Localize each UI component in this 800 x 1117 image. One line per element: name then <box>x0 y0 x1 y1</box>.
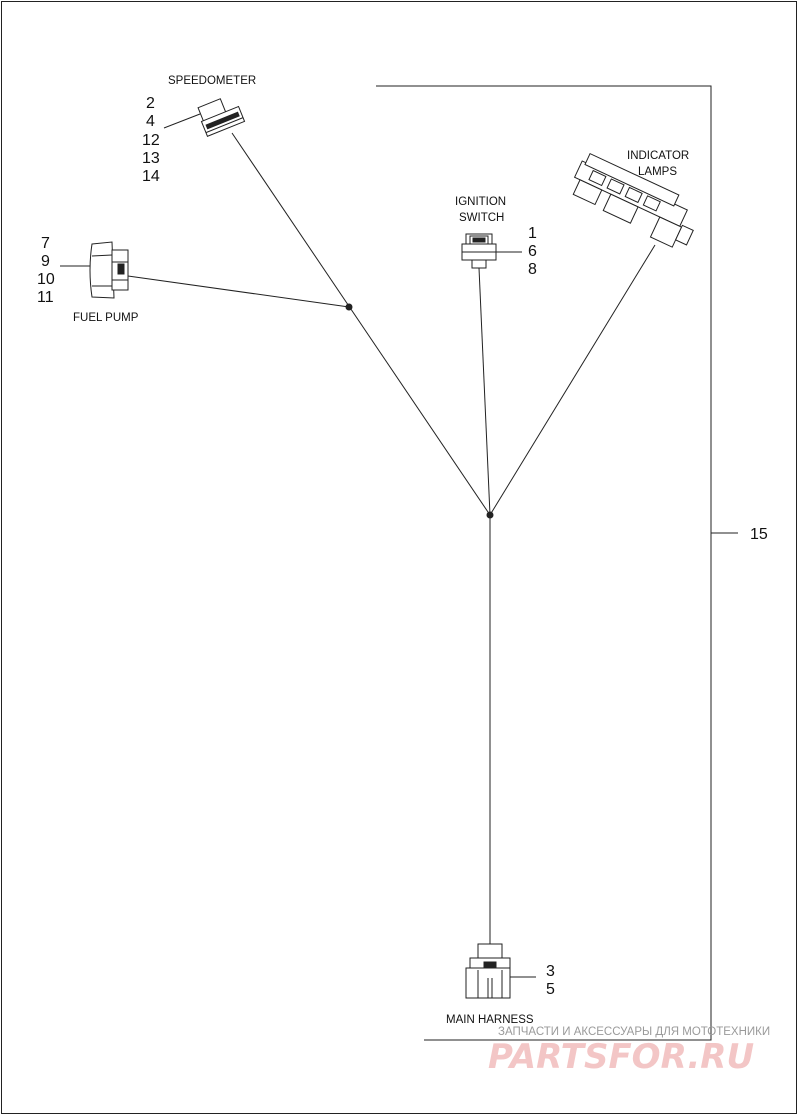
speedometer-callout-leader <box>163 113 201 129</box>
ignition-switch-callout-3: 8 <box>528 261 537 278</box>
fuel-pump-callout-3: 10 <box>37 271 55 288</box>
speedometer-connector <box>197 98 246 137</box>
speedometer-callout-1: 2 <box>146 95 155 112</box>
ignition-switch-callout-2: 6 <box>528 243 537 260</box>
main-harness-callout-2: 5 <box>546 981 555 998</box>
ignition-switch-callout-1: 1 <box>528 225 537 242</box>
watermark-logo: PARTSFOR.RU <box>488 1037 754 1077</box>
wire-indicator-lamps <box>489 244 656 516</box>
speedometer-label: SPEEDOMETER <box>168 75 256 87</box>
harness-callout-number: 15 <box>750 526 768 543</box>
fuel-pump-callout-4: 11 <box>37 289 54 306</box>
main-harness-connector <box>465 943 511 999</box>
fuel-pump-callout-2: 9 <box>41 253 50 270</box>
ignition-switch-connector <box>461 233 497 269</box>
speedometer-callout-2: 4 <box>146 113 155 130</box>
fuel-pump-connector <box>89 241 129 299</box>
wire-ignition-switch <box>478 267 491 516</box>
wire-fuel-pump <box>127 275 350 308</box>
fuel-pump-label: FUEL PUMP <box>73 312 139 324</box>
splice-point-main <box>486 511 494 519</box>
indicator-lamps-label-line1: INDICATOR <box>627 150 689 162</box>
harness-bracket <box>376 85 712 1041</box>
speedometer-callout-4: 13 <box>142 150 160 167</box>
watermark-tagline: ЗАПЧАСТИ И АКСЕССУАРЫ ДЛЯ МОТОТЕХНИКИ <box>498 1026 770 1038</box>
fuel-pump-callout-1: 7 <box>41 235 50 252</box>
ignition-switch-label-line1: IGNITION <box>455 196 506 208</box>
wire-speedometer <box>231 132 491 516</box>
ignition-switch-label-line2: SWITCH <box>459 212 504 224</box>
splice-point-upper <box>345 303 353 311</box>
main-harness-label: MAIN HARNESS <box>446 1014 534 1026</box>
main-harness-callout-1: 3 <box>546 963 555 980</box>
indicator-lamps-label-line2: LAMPS <box>638 166 677 178</box>
speedometer-callout-3: 12 <box>142 132 160 149</box>
indicator-lamps-housing <box>572 152 694 248</box>
speedometer-callout-5: 14 <box>142 168 160 185</box>
